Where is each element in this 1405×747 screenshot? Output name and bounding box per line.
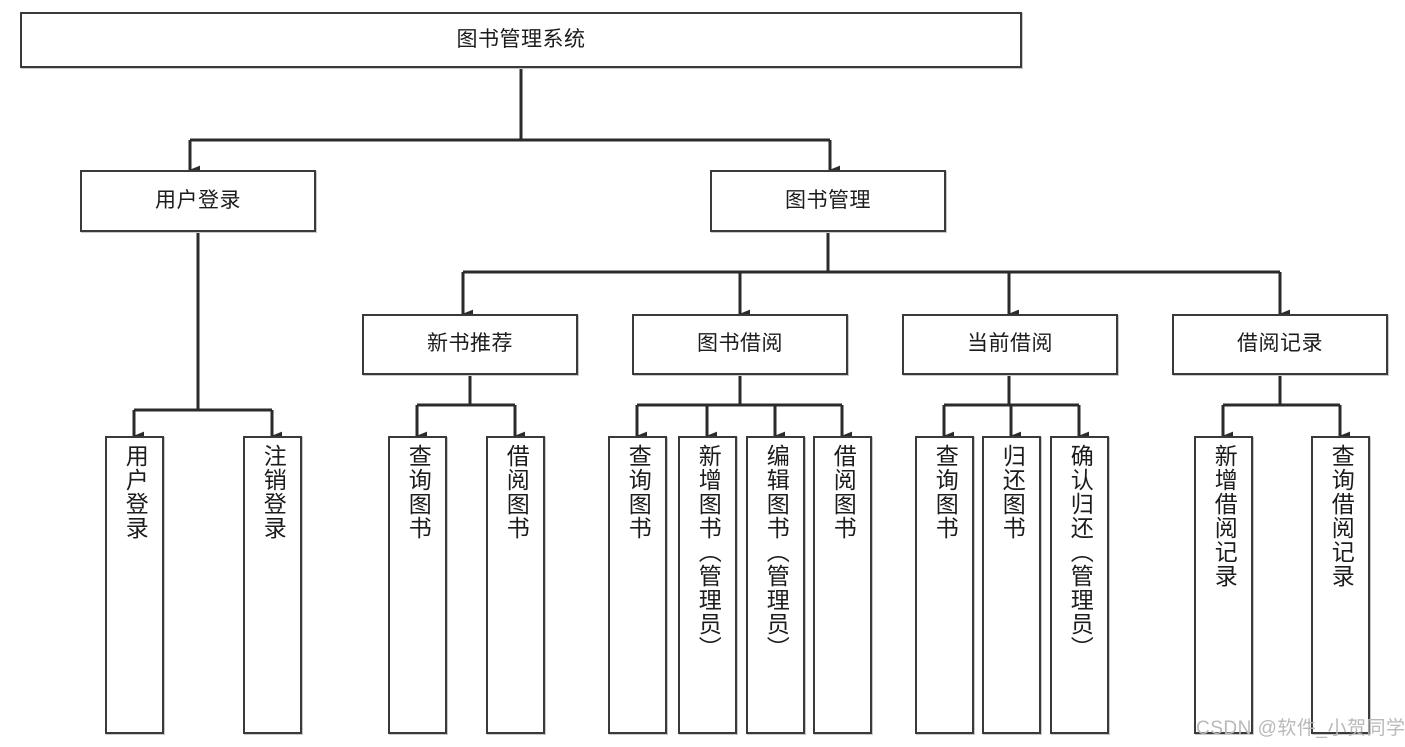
node-label: 注销登录: [260, 444, 287, 540]
node-label: 查询图书: [932, 444, 959, 540]
node-leaf-add-book[interactable]: 新增图书（管理员）: [678, 436, 737, 734]
node-leaf-logout-login[interactable]: 注销登录: [243, 436, 302, 734]
node-label: 用户登录: [155, 188, 241, 212]
node-label: 查询图书: [405, 444, 432, 540]
node-label: 新增借阅记录: [1211, 444, 1238, 588]
node-label: 借阅记录: [1237, 332, 1323, 356]
node-leaf-user-login[interactable]: 用户登录: [105, 436, 164, 734]
node-leaf-query-book-3[interactable]: 查询图书: [915, 436, 974, 734]
node-label: 图书借阅: [697, 332, 783, 356]
node-label: 用户登录: [122, 444, 149, 540]
node-label: 查询图书: [625, 444, 652, 540]
node-leaf-edit-book[interactable]: 编辑图书（管理员）: [746, 436, 805, 734]
node-label: 确认归还（管理员）: [1067, 444, 1094, 660]
node-book-management[interactable]: 图书管理: [710, 170, 946, 232]
node-root-book-management-system[interactable]: 图书管理系统: [20, 12, 1022, 68]
node-label: 查询借阅记录: [1328, 444, 1355, 588]
node-user-login[interactable]: 用户登录: [80, 170, 316, 232]
node-leaf-query-book-1[interactable]: 查询图书: [388, 436, 447, 734]
node-label: 图书管理: [785, 188, 871, 212]
node-label: 新增图书（管理员）: [695, 444, 722, 660]
node-label: 借阅图书: [503, 444, 530, 540]
node-new-book-recommend[interactable]: 新书推荐: [362, 314, 578, 375]
node-current-borrow[interactable]: 当前借阅: [902, 314, 1118, 375]
node-label: 图书管理系统: [456, 27, 586, 51]
node-leaf-add-record[interactable]: 新增借阅记录: [1194, 436, 1253, 734]
node-leaf-borrow-book-2[interactable]: 借阅图书: [813, 436, 872, 734]
node-book-borrow[interactable]: 图书借阅: [632, 314, 848, 375]
node-leaf-query-book-2[interactable]: 查询图书: [608, 436, 667, 734]
node-label: 借阅图书: [830, 444, 857, 540]
node-label: 新书推荐: [427, 332, 513, 356]
node-label: 归还图书: [999, 444, 1026, 540]
node-label: 当前借阅: [967, 332, 1053, 356]
node-leaf-confirm-return[interactable]: 确认归还（管理员）: [1050, 436, 1109, 734]
node-leaf-return-book[interactable]: 归还图书: [982, 436, 1041, 734]
node-borrow-record[interactable]: 借阅记录: [1172, 314, 1388, 375]
node-leaf-borrow-book-1[interactable]: 借阅图书: [486, 436, 545, 734]
node-leaf-query-record[interactable]: 查询借阅记录: [1311, 436, 1370, 734]
node-label: 编辑图书（管理员）: [763, 444, 790, 660]
